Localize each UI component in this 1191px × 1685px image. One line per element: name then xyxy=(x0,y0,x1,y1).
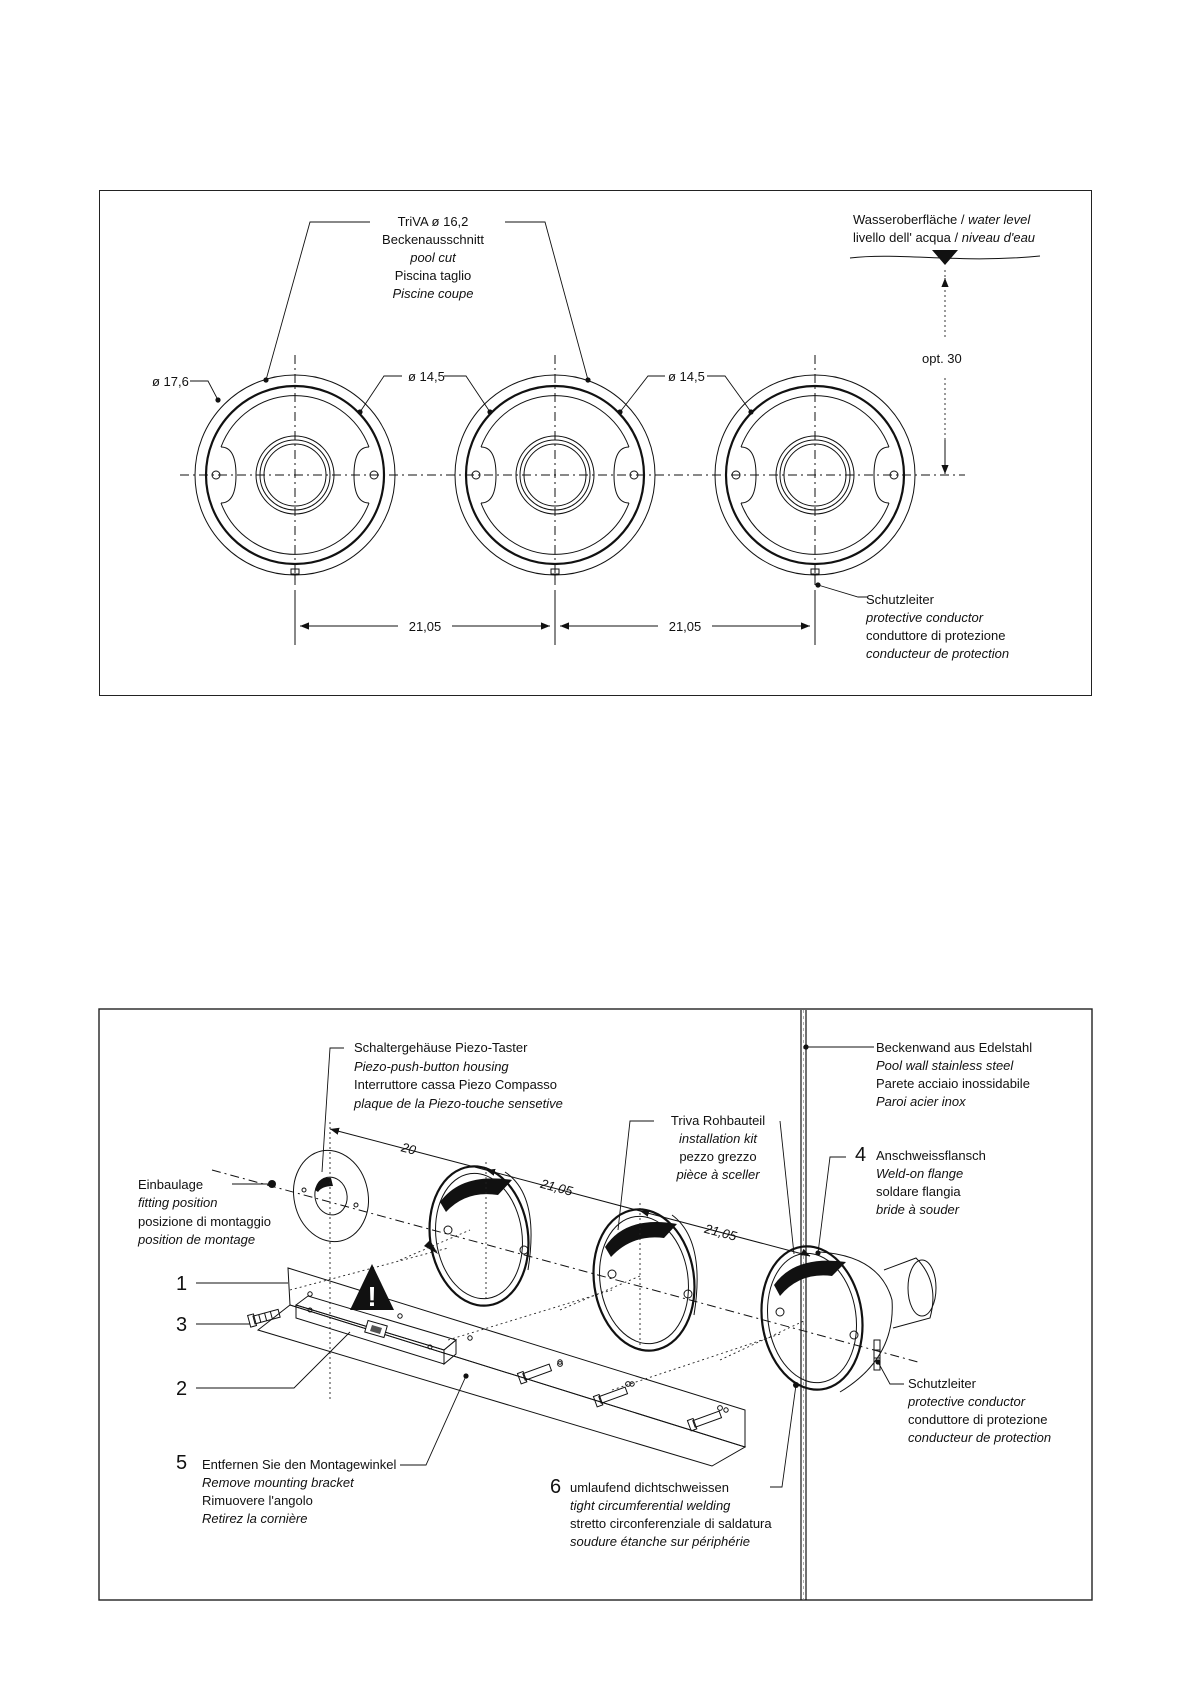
screw-3 xyxy=(247,1308,281,1328)
triva-label-5: Piscine coupe xyxy=(393,286,474,301)
kit-label-4: pièce à sceller xyxy=(675,1167,760,1182)
conductor-bottom-1: Schutzleiter xyxy=(908,1376,977,1391)
kit-label-2: installation kit xyxy=(679,1131,758,1146)
kit-label-3: pezzo grezzo xyxy=(679,1149,756,1164)
top-panel xyxy=(99,190,1092,696)
conductor-bottom-4: conducteur de protection xyxy=(908,1430,1051,1445)
remove-label-4: Retirez la cornière xyxy=(202,1511,308,1526)
leader-dia-outer xyxy=(190,380,219,401)
remove-label-2: Remove mounting bracket xyxy=(202,1475,355,1490)
housing-label-2: Piezo-push-button housing xyxy=(354,1059,509,1074)
triva-label-2: Beckenausschnitt xyxy=(382,232,484,247)
wall-label-3: Parete acciaio inossidabile xyxy=(876,1076,1030,1091)
water-level-line1: Wasseroberfläche / water level xyxy=(853,212,1031,227)
fitting-label-1: Einbaulage xyxy=(138,1177,203,1192)
conductor-label-2: protective conductor xyxy=(865,610,984,625)
mounting-bracket xyxy=(256,1229,807,1467)
dim-2105-b-label: 21,05 xyxy=(702,1221,739,1244)
pool-cutout-2 xyxy=(454,355,656,585)
installation-ring-2 xyxy=(592,1208,698,1352)
flange-label-4: bride à souder xyxy=(876,1202,960,1217)
screw-a xyxy=(516,1363,553,1385)
flange-label-3: soldare flangia xyxy=(876,1184,961,1199)
piezo-housing xyxy=(293,1149,369,1243)
fitting-label-3: posizione di montaggio xyxy=(138,1214,271,1229)
conductor-label-3: conduttore di protezione xyxy=(866,628,1005,643)
dia-inner-label-2: ø 14,5 xyxy=(668,369,705,384)
bottom-drawing: ! xyxy=(196,1010,937,1600)
installation-ring-3 xyxy=(760,1245,937,1393)
water-level-triangle xyxy=(932,250,958,265)
leader-remove xyxy=(400,1375,467,1466)
dia-inner-label-1: ø 14,5 xyxy=(408,369,445,384)
wall-label-1: Beckenwand aus Edelstahl xyxy=(876,1040,1032,1055)
screw-b xyxy=(592,1386,629,1408)
weld-label-4: soudure étanche sur périphérie xyxy=(570,1534,750,1549)
pool-cutout-3 xyxy=(714,355,916,585)
leader-weld xyxy=(770,1384,797,1488)
weld-label-1: umlaufend dichtschweissen xyxy=(570,1480,729,1495)
opt-label: opt. 30 xyxy=(922,351,962,366)
housing-label-4: plaque de la Piezo-touche sensetive xyxy=(353,1096,563,1111)
weld-label-2: tight circumferential welding xyxy=(570,1498,731,1513)
leader-conductor xyxy=(817,584,868,598)
warning-sign-icon: ! xyxy=(350,1264,394,1312)
leader-conductor-bottom xyxy=(877,1361,904,1385)
screw-c xyxy=(686,1410,723,1432)
kit-label-1: Triva Rohbauteil xyxy=(671,1113,765,1128)
remove-label-1: Entfernen Sie den Montagewinkel xyxy=(202,1457,397,1472)
leader-triva-1 xyxy=(265,221,370,381)
leader-dia-inner-1 xyxy=(359,375,402,413)
dim-2105-a-label: 21,05 xyxy=(538,1176,575,1199)
water-surface xyxy=(849,255,1041,260)
dim-20-label: 20 xyxy=(399,1139,419,1158)
part-number-1: 1 xyxy=(176,1273,187,1295)
wall-label-4: Paroi acier inox xyxy=(876,1094,966,1109)
housing-label-3: Interruttore cassa Piezo Compasso xyxy=(354,1077,557,1092)
leader-kit-2 xyxy=(779,1120,795,1255)
bottom-labels: Schaltergehäuse Piezo-Taster Piezo-push-… xyxy=(137,1040,1051,1549)
conductor-label-1: Schutzleiter xyxy=(866,592,935,607)
spirit-level xyxy=(294,1295,458,1366)
remove-number: 5 xyxy=(176,1452,187,1474)
leader-flange xyxy=(817,1156,846,1254)
conductor-label-4: conducteur de protection xyxy=(866,646,1009,661)
part-number-2: 2 xyxy=(176,1378,187,1400)
bottom-panel-frame xyxy=(98,1008,1093,1601)
leader-housing xyxy=(321,1047,344,1173)
housing-label-1: Schaltergehäuse Piezo-Taster xyxy=(354,1040,528,1055)
triva-label-1: TriVA ø 16,2 xyxy=(398,214,469,229)
svg-text:!: ! xyxy=(367,1281,376,1312)
conductor-bottom-3: conduttore di protezione xyxy=(908,1412,1047,1427)
part-number-3: 3 xyxy=(176,1314,187,1336)
flange-label-2: Weld-on flange xyxy=(876,1166,963,1181)
leader-dia-inner-2 xyxy=(619,375,665,413)
top-drawing xyxy=(180,221,1041,645)
remove-label-3: Rimuovere l'angolo xyxy=(202,1493,313,1508)
fitting-label-2: fitting position xyxy=(138,1195,218,1210)
conductor-bottom-2: protective conductor xyxy=(907,1394,1026,1409)
leader-triva-2 xyxy=(505,221,589,381)
leader-2 xyxy=(196,1331,351,1389)
water-level-line2: livello dell' acqua / niveau d'eau xyxy=(853,230,1035,245)
leader-kit-1 xyxy=(617,1120,654,1231)
dim-label-1: 21,05 xyxy=(409,619,442,634)
fitting-label-4: position de montage xyxy=(137,1232,255,1247)
installation-ring-1 xyxy=(424,1165,532,1307)
triva-label-4: Piscina taglio xyxy=(395,268,472,283)
weld-number: 6 xyxy=(550,1476,561,1498)
weld-label-3: stretto circonferenziale di saldatura xyxy=(570,1516,772,1531)
triva-label-3: pool cut xyxy=(409,250,457,265)
flange-label-1: Anschweissflansch xyxy=(876,1148,986,1163)
dim-label-2: 21,05 xyxy=(669,619,702,634)
dia-outer-label: ø 17,6 xyxy=(152,374,189,389)
top-labels: TriVA ø 16,2 Beckenausschnitt pool cut P… xyxy=(152,212,1035,661)
pool-cutout-1 xyxy=(194,355,396,585)
flange-number: 4 xyxy=(855,1144,866,1166)
wall-label-2: Pool wall stainless steel xyxy=(876,1058,1014,1073)
